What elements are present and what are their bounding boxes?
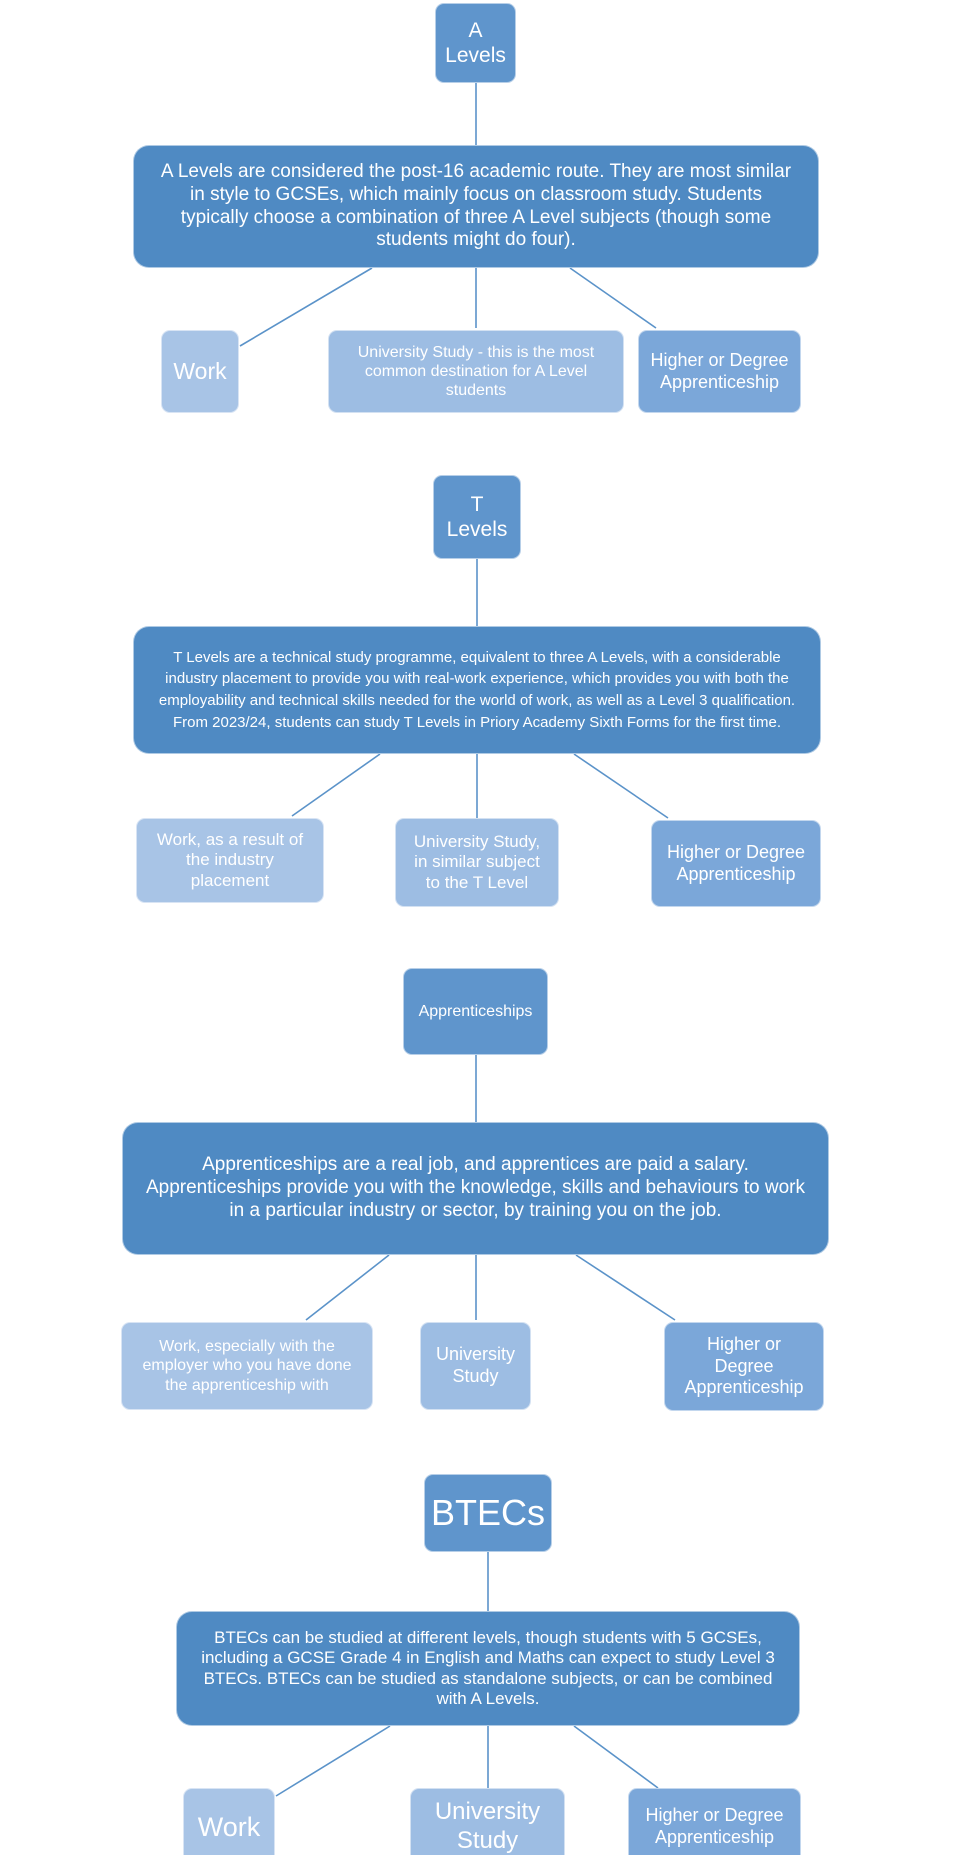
t-levels-title-box: T Levels (433, 475, 521, 559)
btecs-work-label: Work (197, 1811, 261, 1842)
btecs-university-box: University Study (410, 1788, 565, 1855)
btecs-work-box: Work (183, 1788, 275, 1855)
a-levels-description: A Levels are considered the post-16 acad… (160, 160, 792, 251)
btecs-university-label: University Study (434, 1798, 541, 1854)
connector-a-levels-work (239, 267, 373, 347)
apprenticeships-description-box: Apprenticeships are a real job, and appr… (122, 1122, 829, 1255)
connector-t-levels-apprenticeship (573, 753, 669, 819)
apprenticeships-university-box: University Study (420, 1322, 531, 1410)
a-levels-title: A Levels (445, 18, 506, 67)
connector-apprenticeships-work (305, 1254, 390, 1321)
a-levels-apprenticeship-label: Higher or Degree Apprenticeship (650, 349, 789, 392)
connector-btecs-apprenticeship (573, 1725, 659, 1789)
a-levels-university-box: University Study - this is the most comm… (328, 330, 624, 413)
apprenticeships-apprenticeship-box: Higher or Degree Apprenticeship (664, 1322, 824, 1411)
t-levels-title: T Levels (446, 492, 508, 541)
a-levels-apprenticeship-box: Higher or Degree Apprenticeship (638, 330, 801, 413)
t-levels-work-label: Work, as a result of the industry placem… (156, 829, 304, 890)
a-levels-work-box: Work (161, 330, 239, 413)
connector-apprenticeships-apprenticeship (575, 1254, 676, 1321)
t-levels-apprenticeship-label: Higher or Degree Apprenticeship (666, 841, 806, 884)
apprenticeships-work-box: Work, especially with the employer who y… (121, 1322, 373, 1410)
a-levels-description-box: A Levels are considered the post-16 acad… (133, 145, 819, 268)
apprenticeships-title-box: Apprenticeships (403, 968, 548, 1055)
t-levels-university-label: University Study, in similar subject to … (413, 831, 541, 892)
t-levels-university-box: University Study, in similar subject to … (395, 818, 559, 907)
btecs-title-box: BTECs (424, 1474, 552, 1552)
btecs-apprenticeship-box: Higher or Degree Apprenticeship (628, 1788, 801, 1855)
apprenticeships-title: Apprenticeships (418, 1002, 533, 1020)
connector-t-levels-work (291, 753, 381, 817)
t-levels-description: T Levels are a technical study programme… (158, 648, 796, 731)
a-levels-title-box: A Levels (435, 3, 516, 83)
apprenticeships-apprenticeship-label: Higher or Degree Apprenticeship (684, 1334, 804, 1398)
btecs-description: BTECs can be studied at different levels… (201, 1627, 775, 1708)
apprenticeships-work-label: Work, especially with the employer who y… (142, 1338, 352, 1394)
a-levels-university-label: University Study - this is the most comm… (357, 343, 595, 400)
t-levels-apprenticeship-box: Higher or Degree Apprenticeship (651, 820, 821, 907)
t-levels-description-box: T Levels are a technical study programme… (133, 626, 821, 754)
apprenticeships-university-label: University Study (435, 1344, 515, 1386)
a-levels-work-label: Work (173, 357, 227, 384)
t-levels-work-box: Work, as a result of the industry placem… (136, 818, 324, 903)
connector-a-levels-apprenticeship (569, 267, 657, 329)
btecs-apprenticeship-label: Higher or Degree Apprenticeship (645, 1805, 784, 1847)
apprenticeships-description: Apprenticeships are a real job, and appr… (145, 1154, 806, 1221)
connector-btecs-work (275, 1725, 391, 1797)
btecs-description-box: BTECs can be studied at different levels… (176, 1611, 800, 1726)
btecs-title: BTECs (431, 1492, 546, 1534)
